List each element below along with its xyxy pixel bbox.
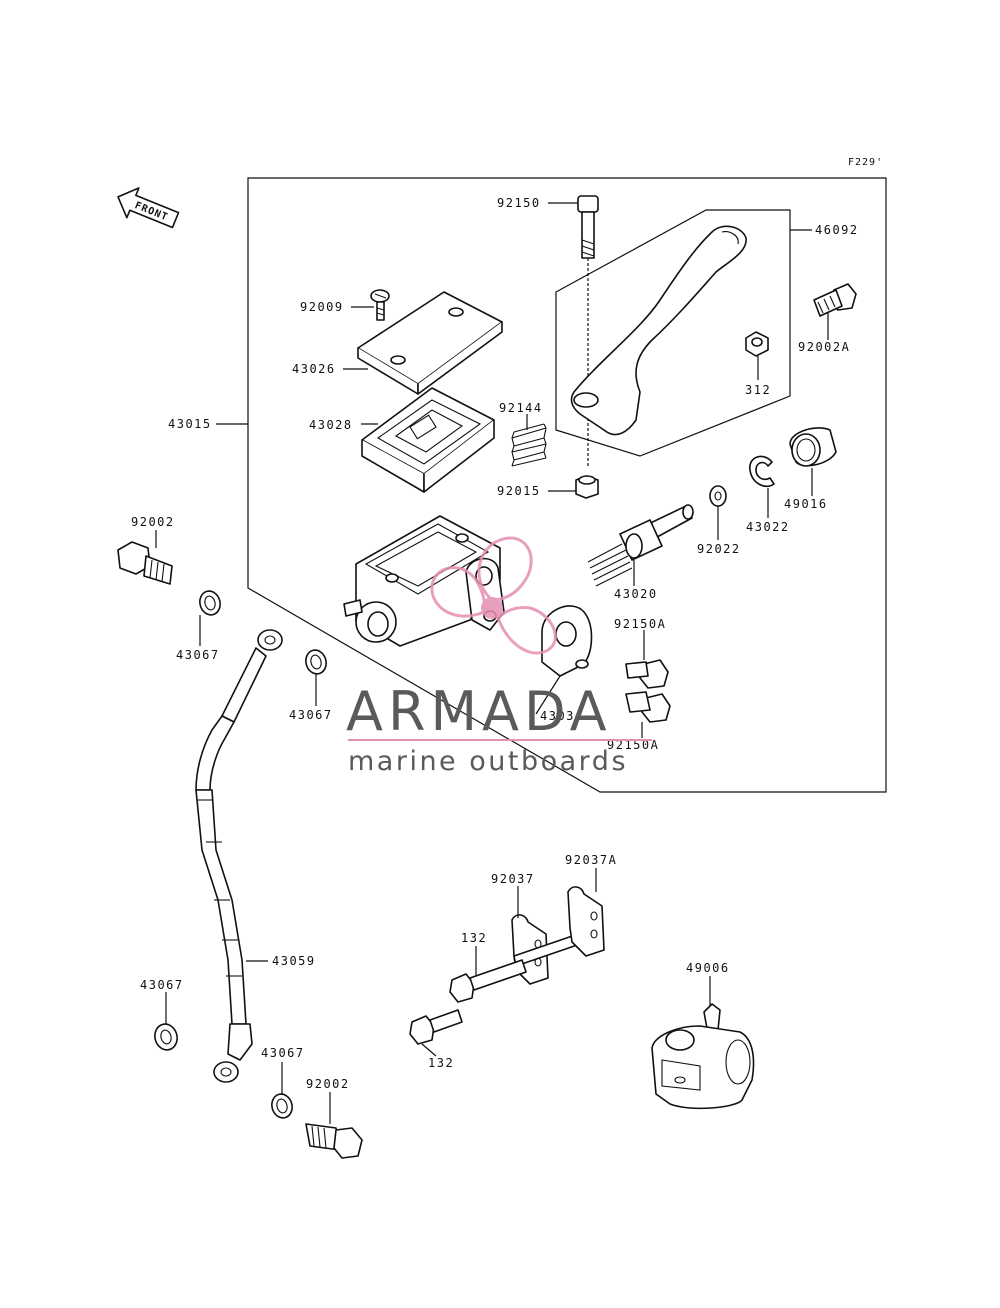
label-92037: 92037 (491, 872, 535, 886)
switch-49006 (651, 1003, 755, 1110)
label-43015: 43015 (168, 417, 212, 431)
bolt-132-bottom (409, 1009, 463, 1045)
bolt-92002A (813, 283, 857, 317)
label-46092: 46092 (815, 223, 859, 237)
nut-92015 (575, 475, 599, 499)
assembly-outline (247, 177, 887, 793)
nut-312 (745, 331, 769, 357)
label-49006: 49006 (686, 961, 730, 975)
watermark-brand: ARMADA (346, 680, 612, 743)
label-92009: 92009 (300, 300, 344, 314)
watermark-tagline: marine outboards (348, 746, 628, 777)
bolt-132-top (449, 959, 527, 1003)
label-43059: 43059 (272, 954, 316, 968)
washer-43067-b (305, 649, 327, 675)
propeller-logo-icon (430, 536, 557, 655)
label-43020: 43020 (614, 587, 658, 601)
label-43067-d: 43067 (261, 1046, 305, 1060)
label-43067-b: 43067 (289, 708, 333, 722)
banjo-bolt-92002-bottom (305, 1123, 363, 1159)
spring-92144 (511, 423, 547, 467)
label-92150A-top: 92150A (614, 617, 666, 631)
label-43022: 43022 (746, 520, 790, 534)
washer-92022 (709, 485, 727, 507)
bolt-92150A-top (625, 659, 669, 689)
label-92022: 92022 (697, 542, 741, 556)
label-92144: 92144 (499, 401, 543, 415)
label-43067-a: 43067 (176, 648, 220, 662)
banjo-bolt-92002-top (117, 541, 173, 585)
diaphragm-43028 (361, 387, 495, 493)
watermark: ARMADA marine outboards (346, 536, 652, 777)
label-43034: 43034 (540, 709, 584, 723)
circlip-43022 (749, 455, 775, 488)
washer-43067-d (271, 1093, 293, 1119)
pivot-bolt-92150 (577, 195, 599, 468)
washer-43067-a (199, 590, 221, 616)
label-312: 312 (745, 383, 771, 397)
washer-43067-c (154, 1023, 178, 1051)
dust-boot-49016 (789, 427, 837, 467)
label-49016: 49016 (784, 497, 828, 511)
label-132-bottom: 132 (428, 1056, 454, 1070)
piston-kit-43020 (587, 504, 694, 587)
label-92015: 92015 (497, 484, 541, 498)
diagram-code: F229' (848, 157, 883, 168)
label-92002-bottom: 92002 (306, 1077, 350, 1091)
cover-screw-92009 (370, 289, 390, 321)
label-92002A: 92002A (798, 340, 850, 354)
label-43067-c: 43067 (140, 978, 184, 992)
reservoir-cover-43026 (357, 291, 503, 395)
label-132-top: 132 (461, 931, 487, 945)
brake-hose-43059 (195, 629, 283, 1083)
bracket-92037A (567, 886, 605, 957)
label-92150: 92150 (497, 196, 541, 210)
label-92150A-bottom: 92150A (607, 738, 659, 752)
leader-lines (155, 202, 829, 1124)
brake-lever-46092 (555, 209, 791, 457)
label-43028: 43028 (309, 418, 353, 432)
label-92002-top: 92002 (131, 515, 175, 529)
label-43026: 43026 (292, 362, 336, 376)
label-92037A: 92037A (565, 853, 617, 867)
front-arrow-icon: FRONT (117, 187, 180, 229)
bolt-92150A-bottom (625, 691, 671, 723)
clamp-43034 (541, 605, 593, 677)
